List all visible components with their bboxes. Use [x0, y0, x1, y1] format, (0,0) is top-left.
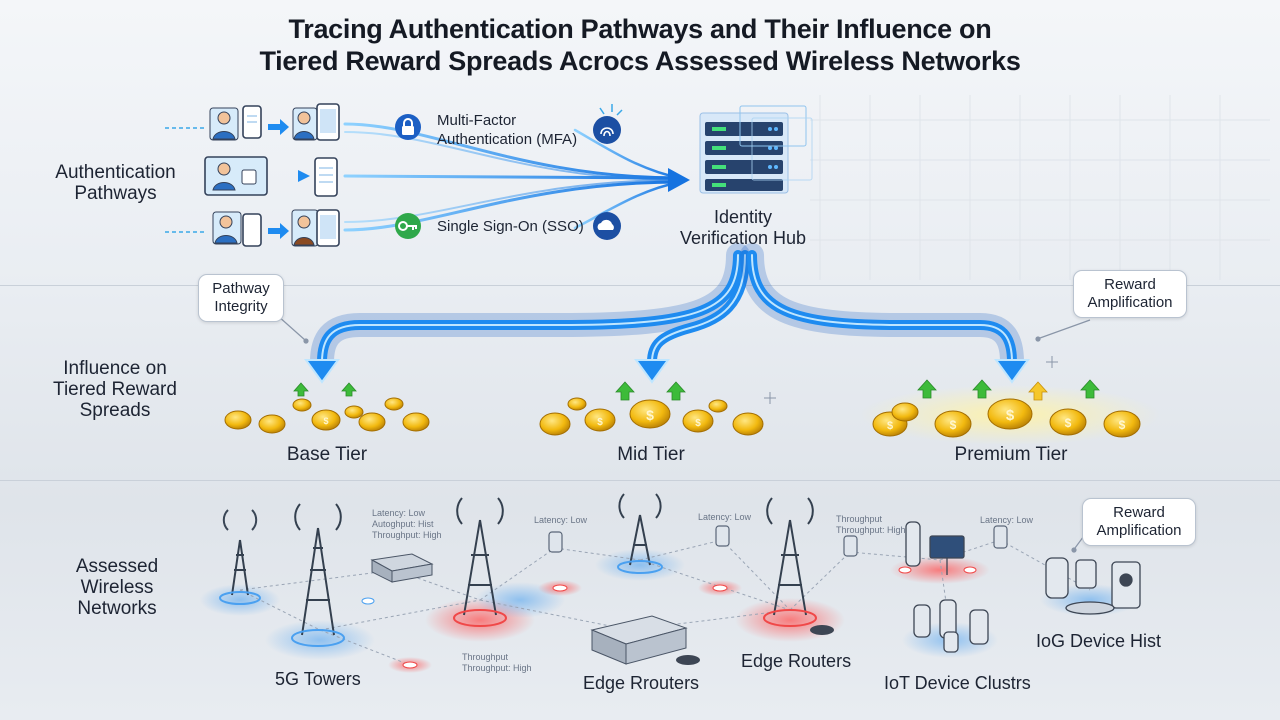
mfa-label-line: Multi-Factor [437, 112, 517, 129]
section-influence-line: Spreads [79, 400, 151, 421]
user-device-icons [204, 103, 340, 247]
svg-text:$: $ [323, 416, 328, 426]
section-networks-line: Assessed [75, 556, 159, 577]
identity-hub-line: Verification Hub [679, 228, 807, 248]
sensor-icon [548, 525, 1008, 557]
metric-label: Latency: Low [698, 512, 751, 523]
section-auth-line: Pathways [74, 183, 157, 204]
svg-text:$: $ [887, 420, 893, 432]
divider-top [0, 285, 1280, 286]
up-arrow-icons [293, 379, 1100, 401]
lock-icon [395, 114, 421, 140]
sso-label: Single Sign-On (SSO) [437, 218, 584, 235]
svg-text:$: $ [695, 418, 701, 429]
tower-icon [219, 493, 817, 647]
base-tier-label: Base Tier [286, 444, 368, 465]
metric-label: Latency: Low [980, 515, 1033, 526]
metric-line: Throughput: High [372, 530, 442, 540]
iot-device-icon [905, 521, 1141, 653]
metric-label: Throughput Throughput: High [462, 652, 532, 674]
coin-icons-premium [872, 398, 1141, 438]
identity-hub-label: Identity Verification Hub [643, 207, 843, 249]
divider-bottom [0, 480, 1280, 481]
edge-routers-label-1: Edge Rrouters [583, 673, 700, 693]
iog-device-hist-label: IoG Device Hist [1036, 631, 1162, 651]
fingerprint-icon [593, 116, 621, 144]
svg-text:$: $ [1065, 416, 1072, 430]
section-influence-line: Tiered Reward [53, 379, 177, 400]
cloud-icon [593, 212, 621, 240]
svg-text:$: $ [1006, 407, 1015, 424]
svg-text:$: $ [1119, 418, 1126, 432]
mfa-label: Multi-Factor Authentication (MFA) [437, 111, 577, 149]
section-auth-line: Authentication [55, 162, 176, 183]
section-influence-label: Influence on Tiered Reward Spreads [40, 358, 190, 421]
background-grid [810, 95, 1270, 280]
section-networks-line: Wireless [80, 577, 154, 598]
reward-amplification-callout-top: Reward Amplification [1073, 270, 1187, 318]
pathway-integrity-callout: Pathway Integrity [198, 274, 284, 322]
callout-line: Pathway [212, 280, 270, 297]
premium-tier-label: Premium Tier [954, 444, 1068, 465]
sparkle-icon [599, 104, 623, 116]
callout-line: Reward [1104, 276, 1156, 293]
title-line-1: Tracing Authentication Pathways and Thei… [288, 14, 992, 44]
metric-line: Latency: Low [980, 515, 1034, 525]
metric-line: Throughput: High [836, 525, 906, 535]
key-icon [395, 213, 421, 239]
dollar-sign-icons: $ $ $ $ $ $ $ $ $ [323, 407, 1125, 432]
user-device-arrows [268, 119, 310, 239]
section-networks-line: Networks [77, 598, 157, 619]
server-rack-icon [699, 105, 813, 194]
section-influence-line: Influence on [63, 358, 167, 379]
sparkle-icons [764, 356, 1058, 404]
network-mesh [239, 539, 1091, 666]
tier-arrowheads [304, 359, 1030, 384]
metric-line: Latency: Low [372, 508, 426, 518]
flow-lines-to-hub [343, 122, 682, 232]
callout-line: Integrity [214, 298, 268, 315]
title-line-2: Tiered Reward Spreads Acrocs Assessed Wi… [259, 46, 1021, 76]
metric-line: Throughput: High [462, 663, 532, 673]
callout-line: Amplification [1096, 522, 1182, 539]
metric-label: Latency: Low [534, 515, 587, 526]
svg-text:$: $ [597, 417, 603, 428]
hotspot-dots [361, 566, 977, 669]
hub-arrowhead [668, 168, 690, 192]
flow-to-tiers [310, 243, 1024, 374]
metric-line: Autoghput: Hist [372, 519, 434, 529]
network-hotspots [200, 549, 1140, 673]
coin-icons-mid [539, 397, 764, 436]
svg-text:$: $ [646, 407, 654, 423]
metric-line: Latency: Low [698, 512, 752, 522]
metric-label: Latency: Low Autoghput: Hist Throughput:… [372, 508, 442, 541]
gold-up-arrow-icon [1028, 381, 1048, 401]
router-icon [370, 553, 834, 665]
svg-text:$: $ [950, 418, 957, 432]
metric-line: Throughput [462, 652, 509, 662]
metric-line: Latency: Low [534, 515, 588, 525]
callout-line: Amplification [1087, 294, 1173, 311]
section-auth-label: Authentication Pathways [38, 162, 193, 204]
5g-towers-label: 5G Towers [275, 669, 361, 689]
mfa-label-line: Authentication (MFA) [437, 131, 578, 148]
coin-icons-base [224, 397, 430, 434]
section-networks-label: Assessed Wireless Networks [52, 556, 182, 619]
edge-routers-label-2: Edge Routers [741, 651, 852, 671]
mid-tier-label: Mid Tier [617, 444, 685, 465]
metric-label: Throughput Throughput: High [836, 514, 906, 536]
iot-clusters-label: IoT Device Clustrs [884, 673, 1031, 693]
metric-line: Throughput [836, 514, 883, 524]
identity-hub-line: Identity [713, 207, 773, 227]
reward-amplification-callout-bottom: Reward Amplification [1082, 498, 1196, 546]
callout-line: Reward [1113, 504, 1165, 521]
